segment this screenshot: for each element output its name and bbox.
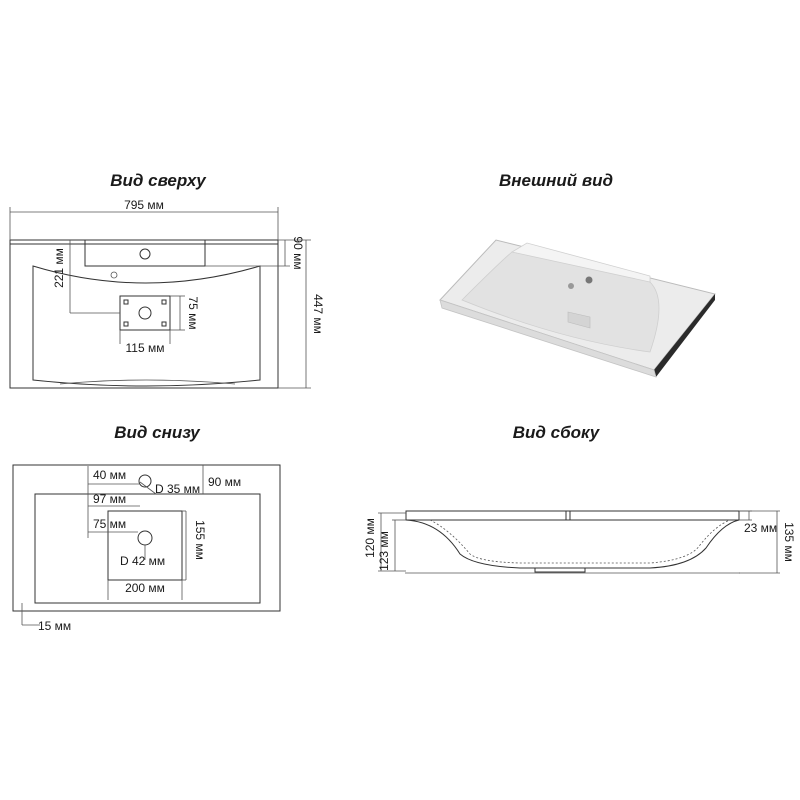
dim-tap-hole-d: D 35 мм: [155, 482, 200, 496]
top-view-drawing: [9, 207, 311, 389]
dim-depth: 447 мм: [311, 294, 325, 334]
dim-total-height: 135 мм: [782, 522, 796, 562]
dim-ledge: 90 мм: [208, 475, 241, 489]
title-exterior-view: Внешний вид: [499, 171, 613, 190]
overflow-hole-icon: [568, 283, 574, 289]
sink-illustration: [439, 239, 716, 378]
drain-hole-icon: [138, 306, 152, 320]
title-top-view: Вид сверху: [110, 171, 207, 190]
dim-drain-d: D 42 мм: [120, 554, 165, 568]
dim-tap-hole-offset: 40 мм: [93, 468, 126, 482]
dim-inner-offset: 97 мм: [93, 492, 126, 506]
dim-drain-plate-h: 75 мм: [186, 296, 200, 329]
faucet-hole-icon: [585, 276, 593, 284]
dim-drain-rect-w: 200 мм: [125, 581, 165, 595]
tap-hole-icon: [139, 248, 151, 260]
bottom-tap-hole-icon: [138, 474, 152, 488]
dim-width: 795 мм: [124, 198, 164, 212]
dim-left-height: 120 мм: [363, 518, 377, 558]
dim-left-lower: 123 мм: [377, 531, 391, 571]
dim-drain-offset: 221 мм: [52, 248, 66, 288]
bottom-drain-hole-icon: [137, 530, 153, 546]
bottom-drain-rect: [107, 510, 183, 581]
dim-drain-rect-h: 155 мм: [193, 520, 207, 560]
dim-rim-thickness: 23 мм: [744, 521, 777, 535]
title-bottom-view: Вид снизу: [114, 423, 201, 442]
overflow-icon: [110, 271, 118, 279]
dim-drain-x: 75 мм: [93, 517, 126, 531]
side-view-drawing: [378, 510, 780, 574]
dim-drain-plate-w: 115 мм: [126, 341, 165, 355]
title-side-view: Вид сбоку: [513, 423, 601, 442]
bottom-view-drawing: [12, 464, 281, 626]
dim-back-ledge: 90 мм: [291, 236, 305, 269]
dim-rim: 15 мм: [38, 619, 71, 633]
